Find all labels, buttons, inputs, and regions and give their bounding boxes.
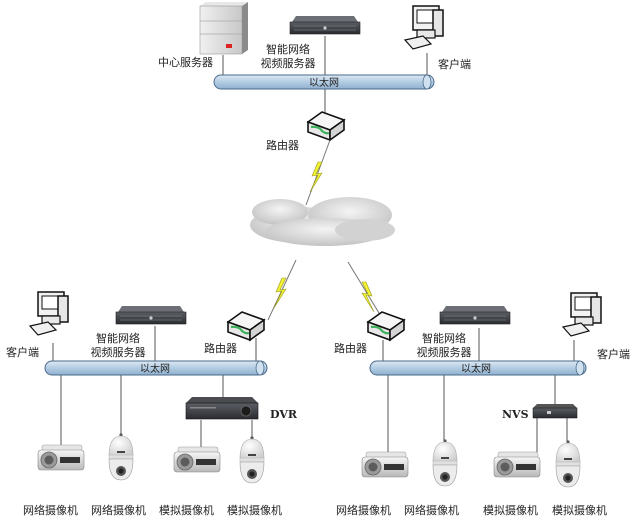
dvr-icon: [185, 397, 259, 420]
ethernet-label: 以太网: [461, 362, 491, 375]
lightning-icon: [273, 277, 287, 309]
camera-label: 模拟摄像机: [552, 504, 607, 517]
nvs-icon: [532, 404, 578, 419]
router-icon: [366, 310, 406, 342]
router-label: 路由器: [334, 342, 367, 355]
smart-video-server-icon: [289, 15, 361, 35]
smart-video-server-icon: [115, 305, 187, 325]
ethernet-bus: 以太网: [213, 74, 435, 90]
smart-video-server-icon: [439, 305, 511, 325]
camera-label: 模拟摄像机: [159, 504, 214, 517]
central-server-icon: [199, 2, 248, 55]
camera-label: 模拟摄像机: [483, 504, 538, 517]
smart-server-label-line2: 视频服务器: [90, 346, 146, 359]
smart-server-label-line2: 视频服务器: [416, 346, 472, 359]
analog-camera-icon: [555, 439, 581, 488]
ethernet-label: 以太网: [309, 76, 339, 89]
network-camera-icon: [432, 438, 458, 487]
analog-camera-icon: [239, 435, 265, 484]
ethernet-label: 以太网: [140, 362, 170, 375]
lightning-icon: [361, 281, 375, 313]
camera-label: 网络摄像机: [23, 504, 78, 517]
camera-label: 模拟摄像机: [227, 504, 282, 517]
ethernet-bus: 以太网: [44, 360, 268, 376]
wireless-link: [347, 261, 383, 319]
camera-label: 网络摄像机: [404, 504, 459, 517]
network-camera-icon: [361, 451, 409, 478]
camera-label: 网络摄像机: [91, 504, 146, 517]
left-network: 以太网: [29, 291, 268, 484]
router-icon: [306, 110, 346, 142]
client-label: 客户端: [597, 348, 630, 361]
smart-server-label-line1: 智能网络: [422, 332, 466, 345]
client-label: 客户端: [6, 346, 39, 359]
wireless-link: [305, 139, 331, 206]
smart-server-label-line1: 智能网络: [266, 43, 310, 56]
client-pc-icon: [404, 5, 444, 50]
camera-label: 网络摄像机: [336, 504, 391, 517]
central-server-label: 中心服务器: [158, 56, 213, 69]
analog-camera-icon: [493, 451, 541, 478]
client-label: 客户端: [438, 58, 471, 71]
ethernet-bus: 以太网: [369, 360, 587, 376]
internet-cloud-icon: [250, 197, 395, 246]
top-network: 以太网: [199, 2, 444, 206]
smart-server-label-line1: 智能网络: [96, 332, 140, 345]
smart-server-label-line2: 视频服务器: [260, 57, 316, 70]
analog-camera-icon: [173, 446, 221, 473]
client-pc-icon: [29, 291, 69, 336]
nvs-label: NVS: [502, 408, 529, 421]
router-label: 路由器: [204, 342, 237, 355]
network-camera-icon: [108, 432, 134, 481]
network-camera-icon: [37, 444, 85, 471]
router-label: 路由器: [266, 139, 299, 152]
router-icon: [226, 310, 266, 342]
dvr-label: DVR: [270, 408, 298, 421]
client-pc-icon: [562, 292, 602, 337]
right-network: 以太网: [361, 292, 602, 488]
